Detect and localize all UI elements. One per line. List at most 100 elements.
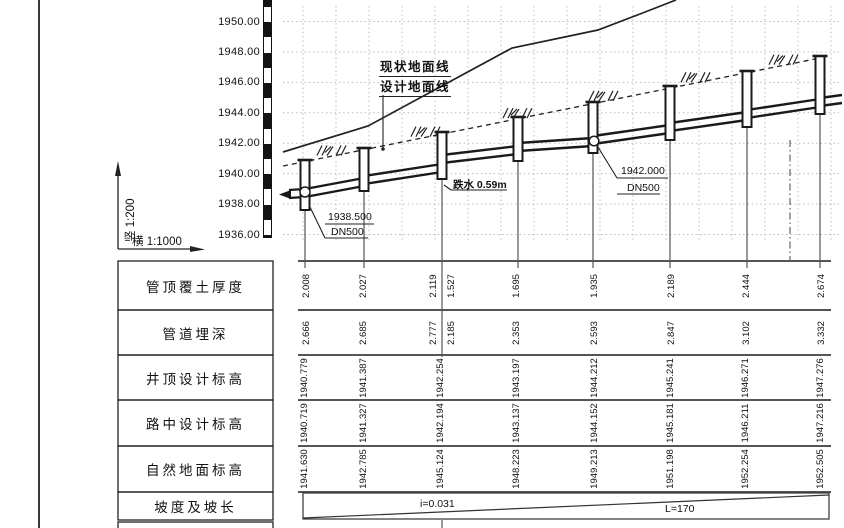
ground-hatch-stroke: [502, 107, 509, 119]
ground-hatch-chevron: [324, 146, 334, 156]
table-value: 1944.212: [589, 357, 600, 398]
scale-up-arrow: [115, 161, 121, 176]
start-invert-elevation-label: 1938.500: [328, 211, 372, 223]
slope-cell-box: [302, 492, 830, 520]
pipe-crown-line: [304, 176, 365, 191]
ground-hatch-stroke: [507, 107, 514, 119]
slope-diagonal-line: [302, 494, 830, 519]
table-value: 2.593: [589, 320, 600, 345]
pipe-crown-line: [746, 97, 821, 112]
elevation-tick-label: 1940.00: [218, 167, 260, 180]
ground-hatch-stroke: [429, 126, 436, 137]
scale-bar-segment: [264, 204, 271, 220]
start-invert-leader: [308, 204, 326, 239]
start-structure-circle: [299, 186, 311, 198]
table-value: 1943.137: [511, 403, 522, 443]
elevation-scale-bar: [263, 0, 272, 238]
ground-hatch-chevron: [418, 127, 428, 137]
table-label-box: [117, 491, 274, 521]
pipe-invert-line: [669, 118, 748, 133]
elevation-tick-label: 1944.00: [218, 106, 260, 119]
horizontal-scale-label: 横 1:1000: [132, 236, 182, 248]
ground-hatch-stroke: [410, 126, 417, 137]
scale-right-arrow: [190, 246, 205, 252]
existing-ground-line: [282, 0, 677, 153]
scale-bar-segment: [264, 235, 271, 237]
pipe-invert-line: [363, 170, 443, 186]
ground-hatch-stroke: [787, 54, 794, 65]
table-value: 2.189: [666, 273, 677, 298]
scale-bar-segment: [264, 143, 271, 159]
pipe-crown-line: [592, 123, 671, 138]
manhole-stem: [814, 55, 826, 115]
ground-hatch-stroke: [680, 72, 687, 83]
table-row-label: 井顶设计标高: [146, 371, 245, 387]
scale-bar-segment: [264, 83, 271, 99]
ground-hatch-stroke: [415, 126, 422, 137]
ground-hatch-stroke: [773, 54, 780, 65]
table-value: 3.102: [741, 320, 752, 345]
slope-gradient-value: i=0.031: [420, 498, 455, 510]
table-value: 2.685: [358, 320, 369, 345]
ground-hatch-stroke: [335, 145, 342, 156]
table-label-box-partial: [117, 521, 274, 528]
slope-length-value: L=170: [665, 503, 695, 515]
table-value: 1945.124: [435, 449, 446, 489]
scale-bar-segment: [264, 174, 271, 190]
start-invert-pipe-label: DN500: [331, 226, 364, 238]
elevation-tick-label: 1938.00: [218, 198, 260, 211]
table-value: 1945.181: [665, 403, 676, 443]
manhole-stem: [664, 85, 676, 141]
table-value: 1942.785: [358, 449, 369, 489]
flow-direction-arrow: [279, 190, 291, 199]
manhole-stem: [436, 131, 448, 180]
drop-note-label: 跌水 0.59m: [453, 179, 507, 191]
table-value: 1947.216: [815, 403, 826, 443]
pipe-invert-line: [304, 184, 365, 199]
ground-hatch-chevron: [776, 55, 786, 65]
ground-hatch-chevron: [510, 108, 520, 119]
mid-invert-pipe-label: DN500: [627, 182, 660, 194]
table-value: 2.666: [301, 320, 312, 345]
ground-hatch-chevron: [596, 91, 606, 102]
table-value: 2.353: [511, 320, 522, 345]
design-ground-line: [282, 57, 821, 167]
pipe-crown-line: [441, 144, 519, 157]
ground-hatch-stroke: [612, 90, 619, 102]
table-value: 1946.211: [740, 403, 751, 443]
ground-hatch-stroke: [521, 107, 528, 119]
table-value: 1946.271: [740, 357, 751, 398]
pipe-crown-line: [363, 162, 443, 178]
pipe-invert-line: [517, 144, 594, 153]
table-value: 1941.630: [299, 449, 310, 489]
table-value: 1940.719: [299, 403, 310, 443]
mid-invert-leader: [597, 146, 618, 179]
ground-hatch-stroke: [792, 54, 799, 65]
ground-hatch-stroke: [321, 145, 328, 156]
ground-hatch-stroke: [704, 72, 711, 83]
ground-hatch-stroke: [685, 72, 692, 83]
table-value: 1942.194: [435, 403, 446, 443]
table-value: 2.185: [446, 320, 457, 345]
ground-hatch-stroke: [340, 145, 347, 156]
table-row-label: 管道埋深: [162, 326, 229, 342]
ground-hatch-stroke: [593, 90, 600, 102]
pipe-invert-line: [746, 105, 821, 120]
table-value: 3.332: [816, 320, 827, 345]
elevation-tick-label: 1942.00: [218, 137, 260, 150]
table-value: 1945.241: [665, 357, 676, 398]
scale-bar-segment: [264, 52, 271, 68]
table-value: 1941.387: [358, 357, 369, 398]
table-value: 2.008: [301, 273, 312, 298]
design-ground-line-label: 设计地面线: [379, 76, 451, 97]
ground-hatch-stroke: [588, 90, 595, 102]
ground-hatch-stroke: [699, 72, 706, 83]
pipe-invert-line: [592, 131, 671, 146]
scale-bar-segment: [264, 113, 271, 129]
table-row-label: 坡度及坡长: [154, 500, 237, 515]
ground-hatch-chevron: [688, 72, 698, 83]
pipe-crown-line: [517, 136, 594, 145]
table-value: 2.847: [666, 320, 677, 345]
table-row-label: 管顶覆土厚度: [146, 279, 245, 295]
